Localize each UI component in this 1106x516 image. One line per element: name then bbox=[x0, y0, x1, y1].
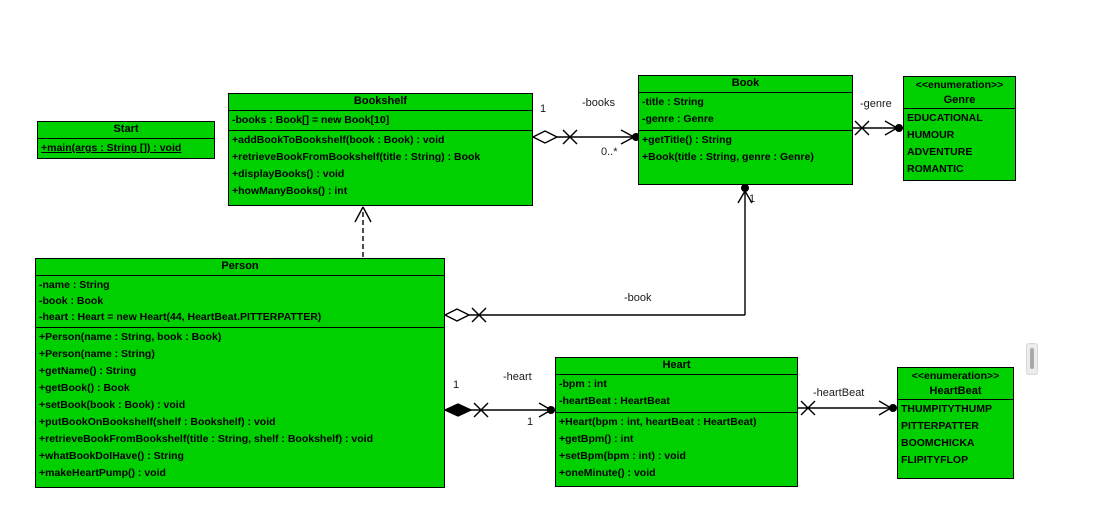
enum-value-line: BOOMCHICKA bbox=[901, 437, 975, 449]
method-line: +putBookOnBookshelf(shelf : Bookshelf) :… bbox=[39, 416, 276, 428]
method-line: +oneMinute() : void bbox=[559, 467, 656, 479]
method-line: +Heart(bpm : int, heartBeat : HeartBeat) bbox=[559, 416, 757, 428]
attribute-line: -bpm : int bbox=[559, 378, 607, 390]
methods-compartment: +Heart(bpm : int, heartBeat : HeartBeat)… bbox=[556, 413, 797, 484]
attributes-compartment: -title : String -genre : Genre bbox=[639, 93, 852, 131]
method-line: +Book(title : String, genre : Genre) bbox=[642, 151, 814, 163]
enum-title: HeartBeat bbox=[929, 385, 982, 397]
scrollbar-thumb[interactable] bbox=[1030, 348, 1034, 369]
method-line: +displayBooks() : void bbox=[232, 168, 345, 180]
method-line: +main(args : String []) : void bbox=[41, 142, 182, 154]
enum-values-compartment: EDUCATIONAL HUMOUR ADVENTURE ROMANTIC bbox=[904, 109, 1015, 180]
class-heart[interactable]: Heart -bpm : int -heartBeat : HeartBeat … bbox=[555, 357, 798, 487]
class-bookshelf[interactable]: Bookshelf -books : Book[] = new Book[10]… bbox=[228, 93, 533, 206]
enum-heartbeat[interactable]: <<enumeration>> HeartBeat THUMPITYTHUMP … bbox=[897, 367, 1014, 479]
attribute-line: -heartBeat : HeartBeat bbox=[559, 395, 670, 407]
method-line: +Person(name : String, book : Book) bbox=[39, 331, 222, 343]
class-book[interactable]: Book -title : String -genre : Genre +get… bbox=[638, 75, 853, 185]
enum-header: <<enumeration>> HeartBeat bbox=[898, 368, 1013, 400]
enum-value-line: HUMOUR bbox=[907, 129, 955, 141]
method-line: +Person(name : String) bbox=[39, 348, 155, 360]
method-line: +retrieveBookFromBookshelf(title : Strin… bbox=[39, 433, 374, 445]
role-label-books: -books bbox=[582, 97, 616, 109]
aggregation-person-book[interactable] bbox=[443, 184, 753, 323]
method-line: +setBpm(bpm : int) : void bbox=[559, 450, 686, 462]
attribute-line: -title : String bbox=[642, 96, 704, 108]
class-title: Start bbox=[38, 122, 214, 139]
enum-value-line: THUMPITYTHUMP bbox=[901, 403, 992, 415]
stereotype-label: <<enumeration>> bbox=[911, 370, 1000, 382]
method-line: +setBook(book : Book) : void bbox=[39, 399, 186, 411]
role-label-heart: -heart bbox=[503, 371, 532, 383]
enum-values-compartment: THUMPITYTHUMP PITTERPATTER BOOMCHICKA FL… bbox=[898, 400, 1013, 471]
multiplicity-label: 1 bbox=[540, 103, 547, 115]
class-title: Heart bbox=[556, 358, 797, 375]
method-line: +getBpm() : int bbox=[559, 433, 634, 445]
multiplicity-label: 0..* bbox=[601, 146, 618, 158]
role-label-genre: -genre bbox=[860, 98, 892, 110]
multiplicity-label: 1 bbox=[453, 379, 460, 391]
attribute-line: -genre : Genre bbox=[642, 113, 714, 125]
enum-header: <<enumeration>> Genre bbox=[904, 77, 1015, 109]
methods-compartment: +getTitle() : String +Book(title : Strin… bbox=[639, 131, 852, 168]
multiplicity-label: 1 bbox=[749, 193, 756, 205]
role-label-book: -book bbox=[624, 292, 652, 304]
methods-compartment: +addBookToBookshelf(book : Book) : void … bbox=[229, 131, 532, 202]
method-line: +retrieveBookFromBookshelf(title : Strin… bbox=[232, 151, 481, 163]
class-person[interactable]: Person -name : String -book : Book -hear… bbox=[35, 258, 445, 488]
attribute-line: -name : String bbox=[39, 279, 110, 291]
method-line: +howManyBooks() : int bbox=[232, 185, 348, 197]
scrollbar[interactable] bbox=[1026, 343, 1038, 375]
method-line: +getName() : String bbox=[39, 365, 137, 377]
methods-compartment: +main(args : String []) : void bbox=[38, 139, 214, 158]
enum-value-line: ADVENTURE bbox=[907, 146, 973, 158]
attribute-line: -heart : Heart = new Heart(44, HeartBeat… bbox=[39, 311, 322, 323]
class-title: Person bbox=[36, 259, 444, 276]
dependency-person-bookshelf[interactable] bbox=[354, 206, 372, 257]
enum-title: Genre bbox=[943, 94, 976, 106]
attribute-line: -book : Book bbox=[39, 295, 104, 307]
method-line: +addBookToBookshelf(book : Book) : void bbox=[232, 134, 445, 146]
method-line: +makeHeartPump() : void bbox=[39, 467, 166, 479]
method-line: +whatBookDoIHave() : String bbox=[39, 450, 184, 462]
method-line: +getBook() : Book bbox=[39, 382, 130, 394]
attributes-compartment: -bpm : int -heartBeat : HeartBeat bbox=[556, 375, 797, 413]
attribute-line: -books : Book[] = new Book[10] bbox=[232, 114, 390, 126]
stereotype-label: <<enumeration>> bbox=[915, 79, 1004, 91]
enum-value-line: PITTERPATTER bbox=[901, 420, 979, 432]
multiplicity-label: 1 bbox=[527, 416, 534, 428]
attributes-compartment: -books : Book[] = new Book[10] bbox=[229, 111, 532, 131]
enum-value-line: ROMANTIC bbox=[907, 163, 964, 175]
attributes-compartment: -name : String -book : Book -heart : Hea… bbox=[36, 276, 444, 328]
methods-compartment: +Person(name : String, book : Book) +Per… bbox=[36, 328, 444, 484]
class-title: Book bbox=[639, 76, 852, 93]
class-start[interactable]: Start +main(args : String []) : void bbox=[37, 121, 215, 159]
role-label-heartbeat: -heartBeat bbox=[813, 387, 865, 399]
method-line: +getTitle() : String bbox=[642, 134, 732, 146]
association-book-genre[interactable] bbox=[853, 120, 903, 136]
enum-value-line: EDUCATIONAL bbox=[907, 112, 983, 124]
enum-genre[interactable]: <<enumeration>> Genre EDUCATIONAL HUMOUR… bbox=[903, 76, 1016, 181]
class-title: Bookshelf bbox=[229, 94, 532, 111]
composition-person-heart[interactable] bbox=[443, 402, 555, 418]
enum-value-line: FLIPITYFLOP bbox=[901, 454, 969, 466]
aggregation-bookshelf-book[interactable] bbox=[531, 129, 640, 145]
association-heart-heartbeat[interactable] bbox=[798, 400, 897, 416]
